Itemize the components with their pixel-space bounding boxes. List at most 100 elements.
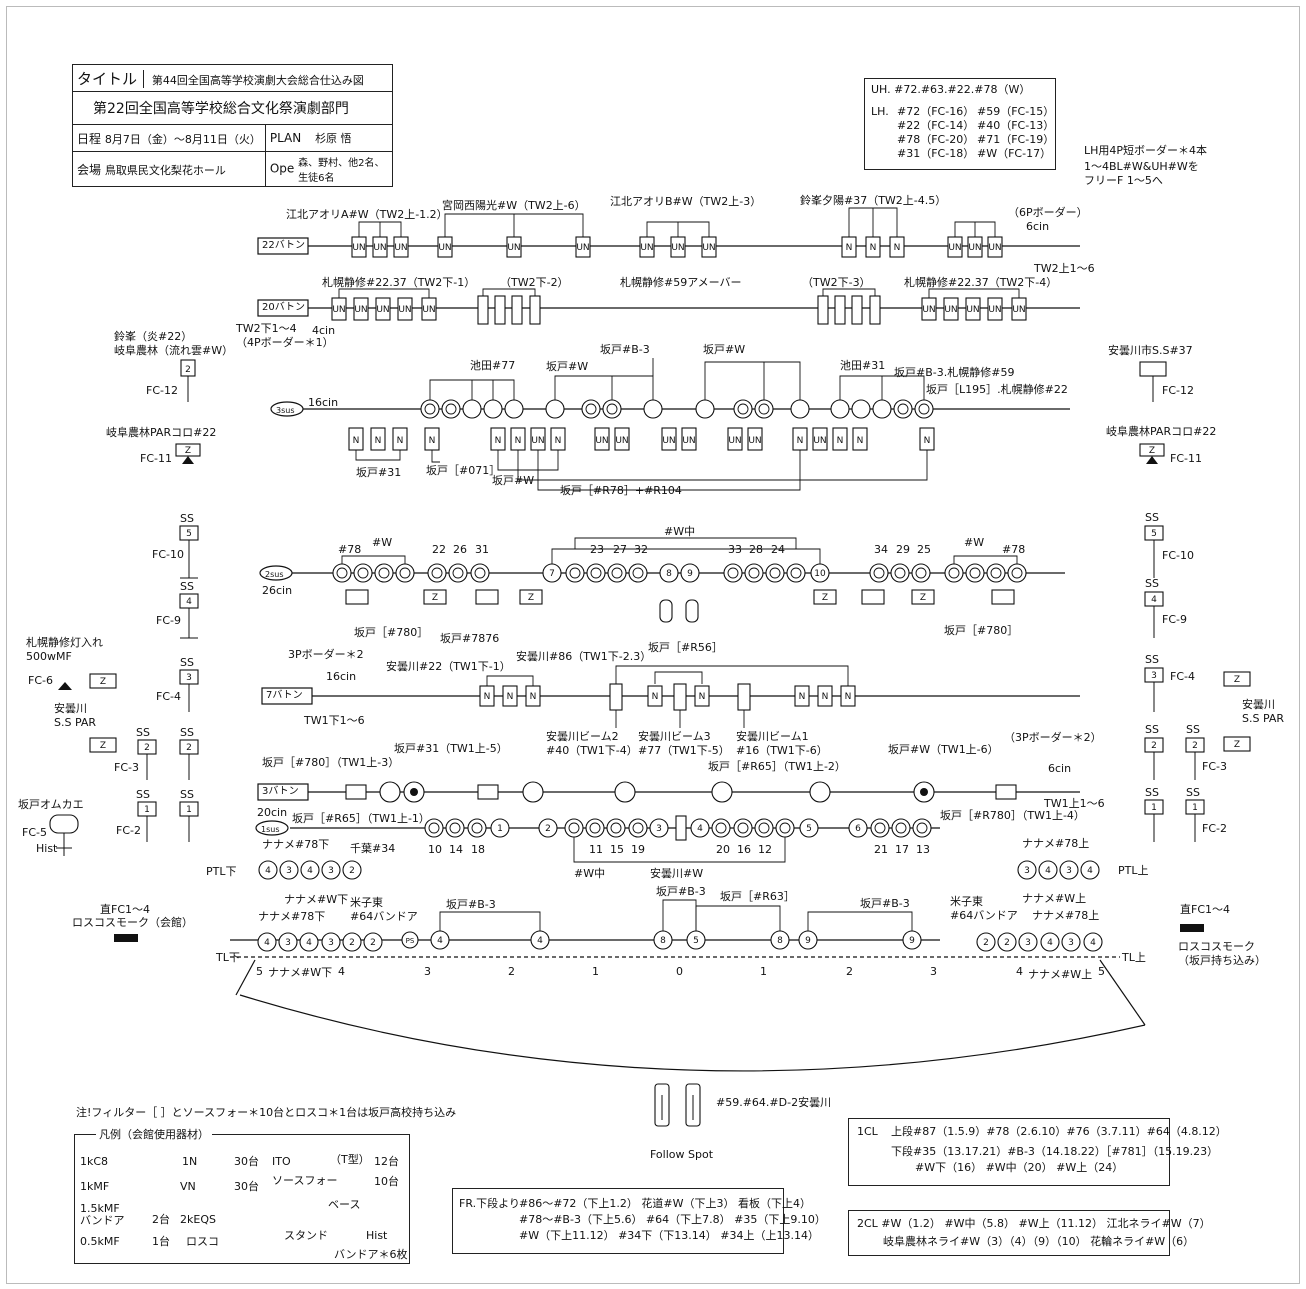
label: 28 — [749, 543, 763, 556]
uh-line: UH. #72.#63.#22.#78（W） — [871, 83, 1031, 96]
svg-text:N: N — [530, 692, 537, 702]
venue-label: 会場 — [77, 162, 102, 177]
batten-3-tag — [257, 783, 309, 801]
label: 12 — [758, 843, 772, 856]
follow-spot-note: #59.#64.#D-2安曇川 — [716, 1096, 832, 1109]
label: SS — [1145, 723, 1159, 736]
label: ナナメ#W下 — [268, 966, 333, 979]
svg-text:5: 5 — [186, 529, 192, 539]
footer-note: 注!フィルター［ ］とソースフォー＊10台とロスコ＊1台は坂戸高校持ち込み — [76, 1106, 457, 1119]
svg-text:2: 2 — [186, 743, 192, 753]
label: 26 — [453, 543, 467, 556]
svg-text:Z: Z — [100, 677, 106, 687]
svg-text:UN: UN — [988, 305, 1001, 315]
label: 坂戸#7876 — [440, 632, 500, 645]
label: 24 — [771, 543, 785, 556]
lh-cell: #40（FC-13） — [977, 119, 1055, 132]
svg-text:UN: UN — [988, 243, 1001, 253]
sus3-n-fixtures — [348, 427, 935, 451]
legend-item: ロスコ — [186, 1235, 219, 1248]
svg-text:UN: UN — [640, 243, 653, 253]
scale-number: 3 — [424, 965, 431, 978]
legend-item: ITO — [272, 1155, 291, 1168]
sus2-lower-fixtures — [345, 589, 1015, 623]
label: ナナメ#78上 — [1022, 837, 1090, 850]
svg-text:UN: UN — [662, 436, 675, 446]
label: TL下 — [216, 951, 240, 964]
label: 坂戸#B-3 — [600, 343, 650, 356]
svg-text:N: N — [799, 692, 806, 702]
label: 3Pボーダー＊2 — [288, 648, 364, 661]
label: TW1上1〜6 — [1044, 797, 1105, 810]
cl1-label: 1CL — [857, 1125, 878, 1138]
svg-text:4: 4 — [1045, 866, 1051, 876]
cl1-line: 下段#35（13.17.21）#B-3（14.18.22）［#781］（15.1… — [891, 1145, 1219, 1158]
sus2-fixtures — [332, 563, 1027, 583]
svg-text:1: 1 — [186, 805, 192, 815]
label: 6cin — [1026, 220, 1050, 233]
batten-22-label: 22バトン — [262, 240, 306, 251]
label: ナナメ#W上 — [1028, 968, 1093, 981]
label: 坂戸［#R63］ — [720, 890, 795, 903]
svg-text:UN: UN — [948, 243, 961, 253]
scale-number: 4 — [338, 965, 345, 978]
svg-text:N: N — [353, 436, 360, 446]
label: 坂戸#B-3 — [860, 897, 910, 910]
svg-text:N: N — [555, 436, 562, 446]
label: FC-9 — [156, 614, 181, 627]
svg-text:UN: UN — [748, 436, 761, 446]
fr-title: FR.下段より — [459, 1197, 520, 1210]
label: FC-2 — [116, 824, 141, 837]
label: S.S PAR — [54, 716, 97, 729]
label: 坂戸［#R56］ — [648, 641, 723, 654]
label: 札幌静修#59アメーバー — [620, 276, 742, 289]
svg-text:UN: UN — [615, 436, 628, 446]
label: 安曇川市S.S#37 — [1108, 344, 1193, 357]
legend-item: ベース — [328, 1198, 361, 1211]
svg-text:Z: Z — [1234, 740, 1240, 750]
title-main-event: 第44回全国高等学校演劇大会総合仕込み図 — [151, 73, 364, 87]
label: （坂戸持ち込み） — [1178, 954, 1266, 967]
lh-cell: #72（FC-16） — [897, 105, 975, 118]
label: 4cin — [312, 324, 336, 337]
svg-text:N: N — [484, 692, 491, 702]
label: 米子東 — [950, 895, 983, 908]
label: 安曇川 — [1242, 698, 1275, 711]
svg-text:UN: UN — [354, 305, 367, 315]
label: 安曇川#86（TW1下-2.3） — [516, 650, 652, 663]
svg-text:2: 2 — [349, 938, 355, 948]
schedule-cell: 日程 8月7日（金）〜8月11日（火） — [72, 124, 266, 152]
label: FC-12 — [146, 384, 178, 397]
legend-item: VN — [180, 1180, 196, 1193]
label: 坂戸［#R65］（TW1上-1） — [292, 812, 430, 825]
label: 22 — [432, 543, 446, 556]
label: FC-12 — [1162, 384, 1194, 397]
svg-text:N: N — [397, 436, 404, 446]
label: #W — [372, 536, 393, 549]
plan-label: PLAN — [269, 131, 302, 145]
svg-text:N: N — [652, 692, 659, 702]
label: #64バンドア — [350, 910, 418, 923]
label: 13 — [916, 843, 930, 856]
label: 岐阜農林PARコロ#22 — [106, 426, 217, 439]
scale-number: 1 — [760, 965, 767, 978]
label: #W中 — [664, 525, 696, 538]
label: ナナメ#78下 — [258, 910, 326, 923]
label: 25 — [917, 543, 931, 556]
label: ナナメ#W上 — [1022, 892, 1087, 905]
label: Hist — [36, 842, 58, 855]
legend-item: ソースフォー — [272, 1174, 338, 1187]
svg-text:4: 4 — [1151, 595, 1157, 605]
label: SS — [136, 726, 150, 739]
svg-text:5: 5 — [806, 824, 812, 834]
venue-cell: 会場 鳥取県民文化梨花ホール — [72, 151, 266, 187]
batten-3-label: 3バトン — [262, 786, 299, 797]
svg-text:N: N — [429, 436, 436, 446]
label: #78 — [338, 543, 362, 556]
sus3-label: 3sus — [276, 406, 295, 415]
svg-text:UN: UN — [671, 243, 684, 253]
label: SS — [136, 788, 150, 801]
label: 21 — [874, 843, 888, 856]
svg-text:N: N — [857, 436, 864, 446]
label: 安曇川#W — [650, 867, 704, 880]
